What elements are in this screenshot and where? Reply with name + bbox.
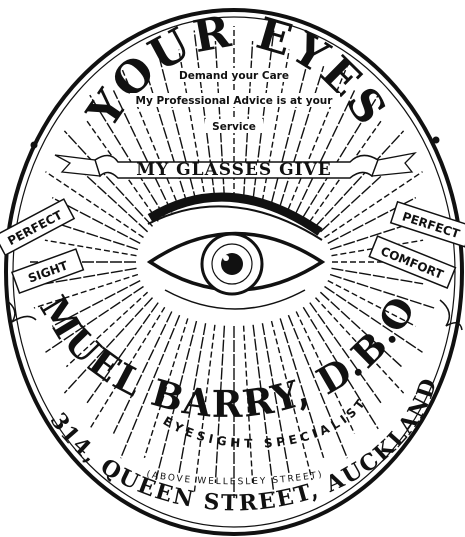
- sunburst-ray: [295, 311, 356, 434]
- sunburst-ray: [324, 171, 423, 239]
- banner-text: MY GLASSES GIVE: [136, 160, 331, 180]
- sunburst-ray: [155, 43, 198, 204]
- sunburst-ray: [193, 324, 216, 494]
- sunburst-ray: [302, 306, 379, 430]
- star-ornament-left: [30, 141, 38, 149]
- sunburst-ray: [214, 325, 226, 483]
- sunburst-ray: [314, 297, 405, 394]
- sunburst-ray: [279, 65, 325, 206]
- sunburst-ray: [89, 306, 166, 430]
- outer-oval: [4, 8, 464, 536]
- sunburst-ray: [295, 90, 356, 213]
- sunburst-ray: [143, 65, 189, 206]
- sunburst-ray: [302, 94, 379, 218]
- sunburst-ray: [112, 90, 173, 213]
- sunburst-ray: [287, 314, 348, 459]
- sunburst-ray: [327, 279, 417, 328]
- sunburst-ray: [44, 239, 137, 257]
- sunburst-ray: [252, 324, 275, 494]
- sunburst-ray: [324, 285, 423, 353]
- sunburst-ray: [279, 318, 325, 459]
- sunburst-ray: [86, 120, 159, 222]
- sunburst-ray: [45, 171, 144, 239]
- sunburst-ray: [314, 130, 405, 227]
- eye-icon: [142, 192, 326, 320]
- sunburst-ray: [309, 302, 382, 404]
- star-ornaments: [30, 136, 440, 149]
- intro-line-3: Service: [212, 121, 256, 133]
- sunburst-ray: [155, 320, 198, 481]
- sunburst-ray: [319, 291, 403, 368]
- sunburst-ray: [51, 279, 141, 328]
- sunburst-ray: [86, 302, 159, 404]
- sunburst-ray: [120, 65, 181, 210]
- sunburst-ray: [45, 285, 144, 353]
- sunburst-ray: [51, 196, 141, 245]
- sunburst-ray: [329, 273, 435, 309]
- glasses-banner: MY GLASSES GIVE: [54, 151, 417, 180]
- sunburst-ray: [143, 318, 189, 459]
- sunburst-ray: [270, 43, 313, 204]
- sunburst-ray: [261, 323, 290, 475]
- sunburst-ray: [178, 323, 207, 475]
- sunburst-ray: [331, 267, 424, 285]
- sunburst-ray: [33, 273, 139, 309]
- sunburst-ray: [287, 65, 348, 210]
- sunburst-ray: [270, 320, 313, 481]
- sunburst-ray: [120, 314, 181, 459]
- sunburst-ray: [63, 297, 154, 394]
- sunburst-ray: [309, 120, 382, 222]
- sunburst-ray: [242, 325, 254, 483]
- intro-line-1: Demand your Care: [179, 70, 289, 82]
- sunburst-ray: [63, 130, 154, 227]
- sunburst-ray: [327, 196, 417, 245]
- intro-line-2: My Professional Advice is at your: [136, 95, 334, 107]
- sunburst-ray: [44, 267, 137, 285]
- sunburst-ray: [89, 94, 166, 218]
- sunburst-ray: [65, 291, 149, 368]
- star-ornament-right: [432, 136, 440, 144]
- sunburst-ray: [112, 311, 173, 434]
